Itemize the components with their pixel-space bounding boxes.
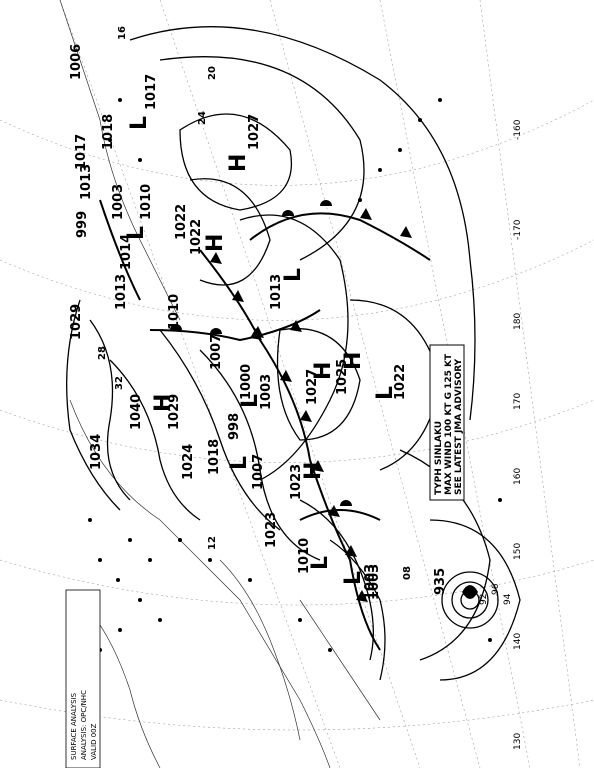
low-center-letter: L xyxy=(127,116,152,130)
high-pressure-centers: H 1027 H 1027 H 1025 H 1022 H 1023 H 104… xyxy=(129,114,366,500)
wind-label: 16 xyxy=(117,26,128,40)
isobar-label: 999 xyxy=(75,211,90,238)
high-center-pressure: 1025 xyxy=(335,359,350,395)
station-observations xyxy=(88,98,502,652)
isobar-label: 1006 xyxy=(69,44,84,80)
high-center-pressure: 1040 xyxy=(129,394,144,430)
low-center-letter: L xyxy=(373,386,398,400)
isobar-label: 1013 xyxy=(79,164,94,200)
fronts xyxy=(99,199,431,651)
isobar-label: 1010 xyxy=(139,184,154,220)
low-center-letter: L xyxy=(308,556,333,570)
wind-label: 24 xyxy=(197,111,208,125)
isobar-label: 1022 xyxy=(174,204,189,240)
typhoon-advisory-note: SEE LATEST JMA ADVISORY xyxy=(454,358,464,495)
typhoon-advisory-box: TYPH SINLAKU MAX WIND 100 KT G 125 KT SE… xyxy=(429,344,465,501)
isobar-label: 1007 xyxy=(251,454,266,490)
high-center-letter: H xyxy=(203,234,228,252)
typhoon-wind-barb: 96 xyxy=(491,583,501,595)
low-pressure-centers: L 1003 L 1013 L 1007 L 998 L 1010 L 1003… xyxy=(114,116,398,600)
low-center-letter: L xyxy=(341,571,366,585)
isobar-label: 1024 xyxy=(181,444,196,480)
isobar-label: 1017 xyxy=(74,134,89,170)
typhoon-max-wind: MAX WIND 100 KT G 125 KT xyxy=(444,353,454,495)
isobar-label: 1018 xyxy=(101,114,116,150)
high-center-letter: H xyxy=(226,154,251,172)
isobar-label: 1003 xyxy=(367,564,382,600)
isobar-label: 1034 xyxy=(89,434,104,470)
high-center-letter: H xyxy=(341,352,366,370)
front-symbols xyxy=(170,200,412,602)
isobar-label: 1029 xyxy=(69,304,84,340)
longitude-label: 130 xyxy=(513,733,523,750)
longitude-label: 160 xyxy=(513,468,523,485)
isobar-label: 1014 xyxy=(119,234,134,270)
low-center-pressure: 1013 xyxy=(114,274,129,310)
high-center-letter: H xyxy=(301,462,326,480)
longitude-label: 180 xyxy=(513,313,523,330)
caption-box: SURFACE ANALYSIS ANALYSIS: OPC/NHC VALID… xyxy=(65,589,101,768)
isobar-label: 1022 xyxy=(393,364,408,400)
caption-line: SURFACE ANALYSIS xyxy=(70,692,78,760)
low-center-letter: L xyxy=(238,394,263,408)
wind-label: 08 xyxy=(402,566,413,580)
wind-label: 32 xyxy=(114,376,125,390)
isobars xyxy=(66,26,521,681)
longitude-label: 150 xyxy=(513,543,523,560)
high-center-pressure: 1027 xyxy=(305,369,320,405)
low-center-pressure: 1018 xyxy=(207,439,222,475)
isobar-label: 1023 xyxy=(264,512,279,548)
high-center-pressure: 1023 xyxy=(289,464,304,500)
longitude-label: 140 xyxy=(513,633,523,650)
isobar-label: 1029 xyxy=(167,394,182,430)
isobar-label: 1017 xyxy=(144,74,159,110)
low-center-pressure: 1003 xyxy=(259,374,274,410)
longitude-label: -170 xyxy=(513,219,523,240)
isobar-label: 1003 xyxy=(111,184,126,220)
typhoon-symbol: 935 92 96 94 xyxy=(433,568,513,605)
wind-label: 12 xyxy=(207,536,218,550)
caption-line: VALID 00Z xyxy=(90,723,98,760)
longitude-label: -160 xyxy=(513,119,523,140)
isobar-label: 1000 xyxy=(239,364,254,400)
low-center-pressure: 1007 xyxy=(209,334,224,370)
high-center-letter: H xyxy=(311,362,336,380)
low-center-pressure: 1010 xyxy=(167,294,182,330)
low-center-letter: L xyxy=(124,226,149,240)
low-center-pressure: 998 xyxy=(227,413,242,440)
longitude-labels: -160 -170 180 170 160 150 140 130 xyxy=(513,119,523,750)
high-center-pressure: 1027 xyxy=(247,114,262,150)
caption-line: ANALYSIS: OPC/NHC xyxy=(80,690,88,760)
isobar-label: 1010 xyxy=(297,538,312,574)
typhoon-name: TYPH SINLAKU xyxy=(434,421,444,495)
low-center-pressure: 1013 xyxy=(269,274,284,310)
longitude-label: 170 xyxy=(513,393,523,410)
low-center-pressure: 1003 xyxy=(363,564,378,600)
wind-label: 20 xyxy=(207,66,218,80)
typhoon-pressure: 935 xyxy=(433,568,448,595)
high-center-letter: H xyxy=(151,394,176,412)
wind-label: 28 xyxy=(97,346,108,360)
low-center-letter: L xyxy=(227,456,252,470)
low-center-letter: L xyxy=(281,268,306,282)
wind-labels: 16 20 24 28 32 12 08 xyxy=(97,26,413,580)
typhoon-wind-barb: 94 xyxy=(503,593,513,605)
pressure-labels: 1006 1017 1018 1013 999 1003 1010 1014 1… xyxy=(69,44,408,600)
typhoon-wind-barb: 92 xyxy=(479,594,489,605)
high-center-pressure: 1022 xyxy=(189,219,204,255)
